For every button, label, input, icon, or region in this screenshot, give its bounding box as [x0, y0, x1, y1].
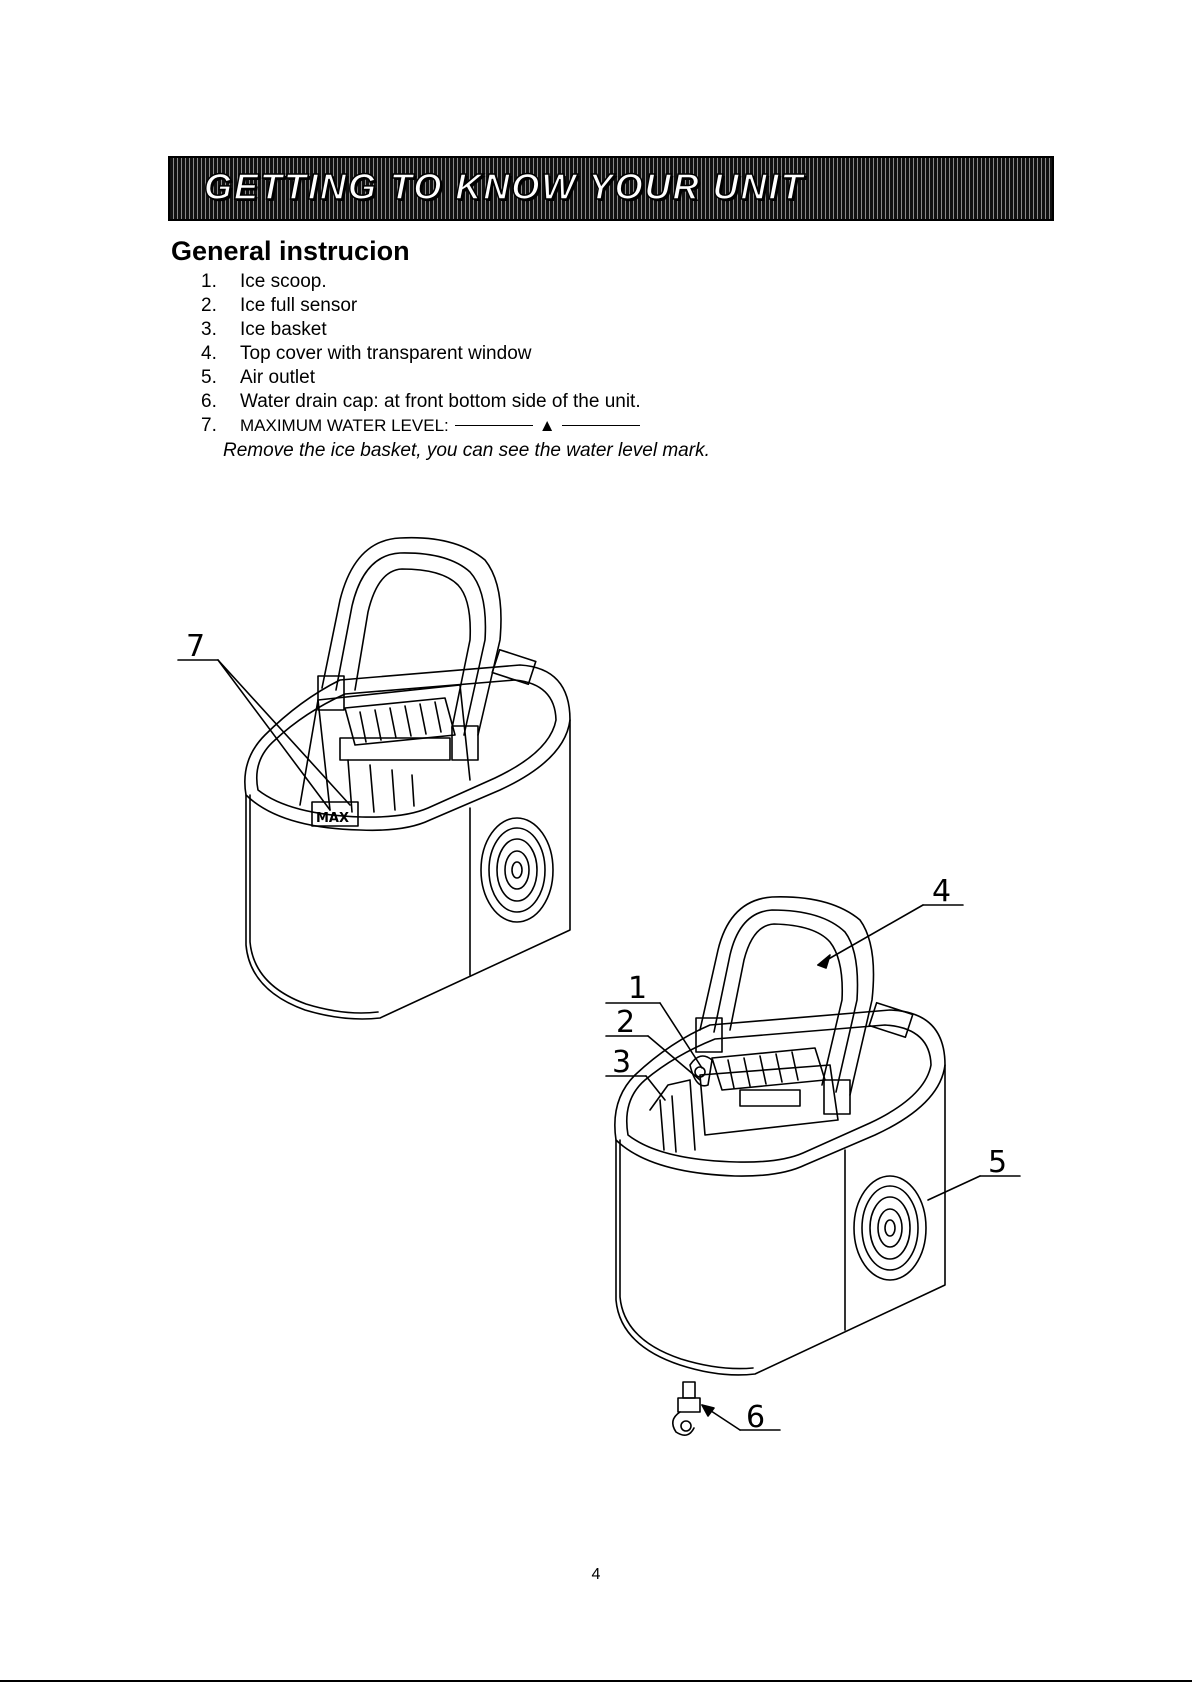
callout-5: 5	[988, 1145, 1007, 1180]
callout-7: 7	[186, 629, 205, 664]
callout-2: 2	[616, 1005, 635, 1040]
page-number: 4	[0, 1566, 1192, 1584]
bottom-rule	[0, 1680, 1192, 1682]
callout-6: 6	[746, 1400, 765, 1435]
callout-3: 3	[612, 1045, 631, 1080]
callout-1: 1	[628, 971, 647, 1006]
svg-text:MAX: MAX	[316, 811, 349, 826]
ice-maker-open-view: MAX	[245, 538, 570, 1019]
callout-4: 4	[932, 874, 951, 909]
ice-maker-closed-view	[615, 897, 945, 1435]
